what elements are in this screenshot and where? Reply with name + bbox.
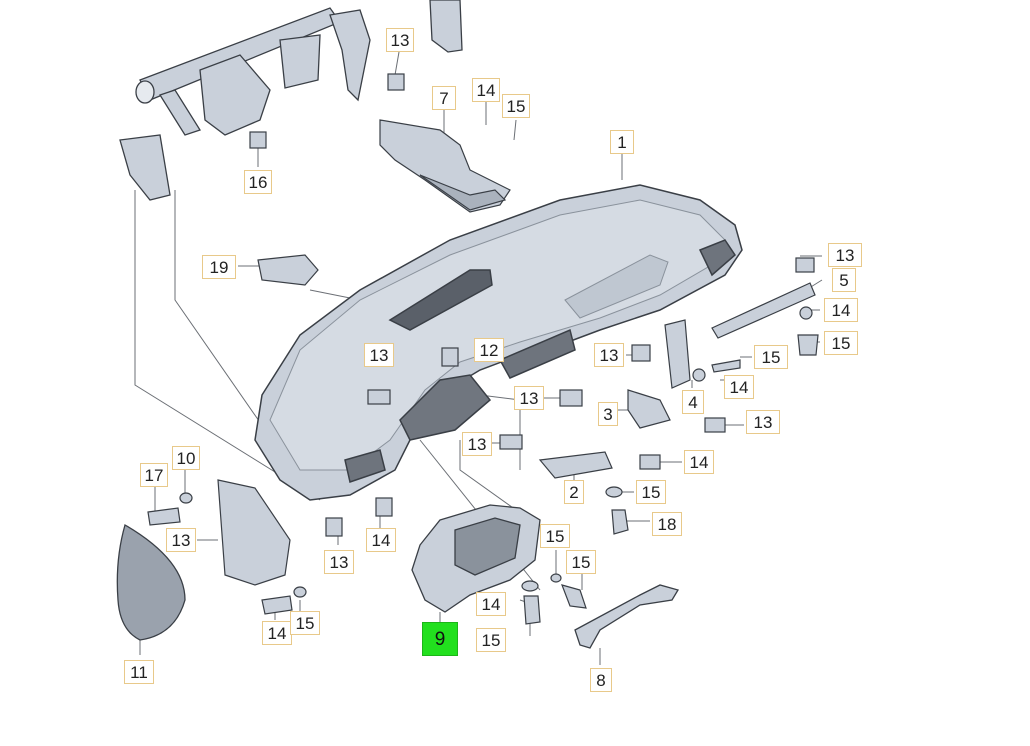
callout-12[interactable]: 12 [474,338,504,362]
callout-15[interactable]: 15 [754,345,788,369]
callout-14[interactable]: 14 [824,298,858,322]
callout-13[interactable]: 14 [366,528,396,552]
callout-15[interactable]: 18 [652,512,682,536]
callout-18[interactable]: 17 [140,463,168,487]
callout-13[interactable]: 13 [364,343,394,367]
callout-1[interactable]: 1 [610,130,634,154]
callout-4[interactable]: 4 [682,390,704,414]
callout-7[interactable]: 7 [432,86,456,110]
callout-13[interactable]: 14 [684,450,714,474]
callout-14[interactable]: 15 [540,524,570,548]
callout-17[interactable]: 10 [172,446,200,470]
callout-15[interactable]: 15 [502,94,530,118]
callout-15[interactable]: 15 [824,331,858,355]
callout-15[interactable]: 15 [476,628,506,652]
callout-16[interactable]: 16 [244,170,272,194]
callout-14[interactable]: 15 [636,480,666,504]
callout-9-highlighted[interactable]: 9 [422,622,458,656]
callout-13[interactable]: 13 [746,410,780,434]
bracket-part-7 [379,119,511,213]
callout-13[interactable]: 13 [462,432,492,456]
callout-3[interactable]: 3 [598,402,618,426]
callout-5[interactable]: 5 [832,268,856,292]
callout-14[interactable]: 14 [724,375,754,399]
trim-strip-part-8 [574,584,679,649]
callout-8[interactable]: 8 [590,668,612,692]
callout-13[interactable]: 13 [828,243,862,267]
callout-13[interactable]: 13 [386,28,414,52]
callout-13[interactable]: 13 [324,550,354,574]
callout-13[interactable]: 13 [594,343,624,367]
side-cover-part-11 [116,524,186,641]
callout-14[interactable]: 14 [476,592,506,616]
callout-2[interactable]: 2 [564,480,584,504]
callout-14[interactable]: 14 [472,78,500,102]
callout-19[interactable]: 19 [202,255,236,279]
callout-15[interactable]: 15 [566,550,596,574]
cross-member-part [119,0,463,201]
callout-10[interactable]: 13 [166,528,196,552]
callout-13[interactable]: 13 [514,386,544,410]
clip-parts [147,73,819,625]
callout-15[interactable]: 14 [262,621,292,645]
callout-11[interactable]: 11 [124,660,154,684]
callout-14[interactable]: 15 [290,611,320,635]
glovebox-part-9 [411,504,541,613]
